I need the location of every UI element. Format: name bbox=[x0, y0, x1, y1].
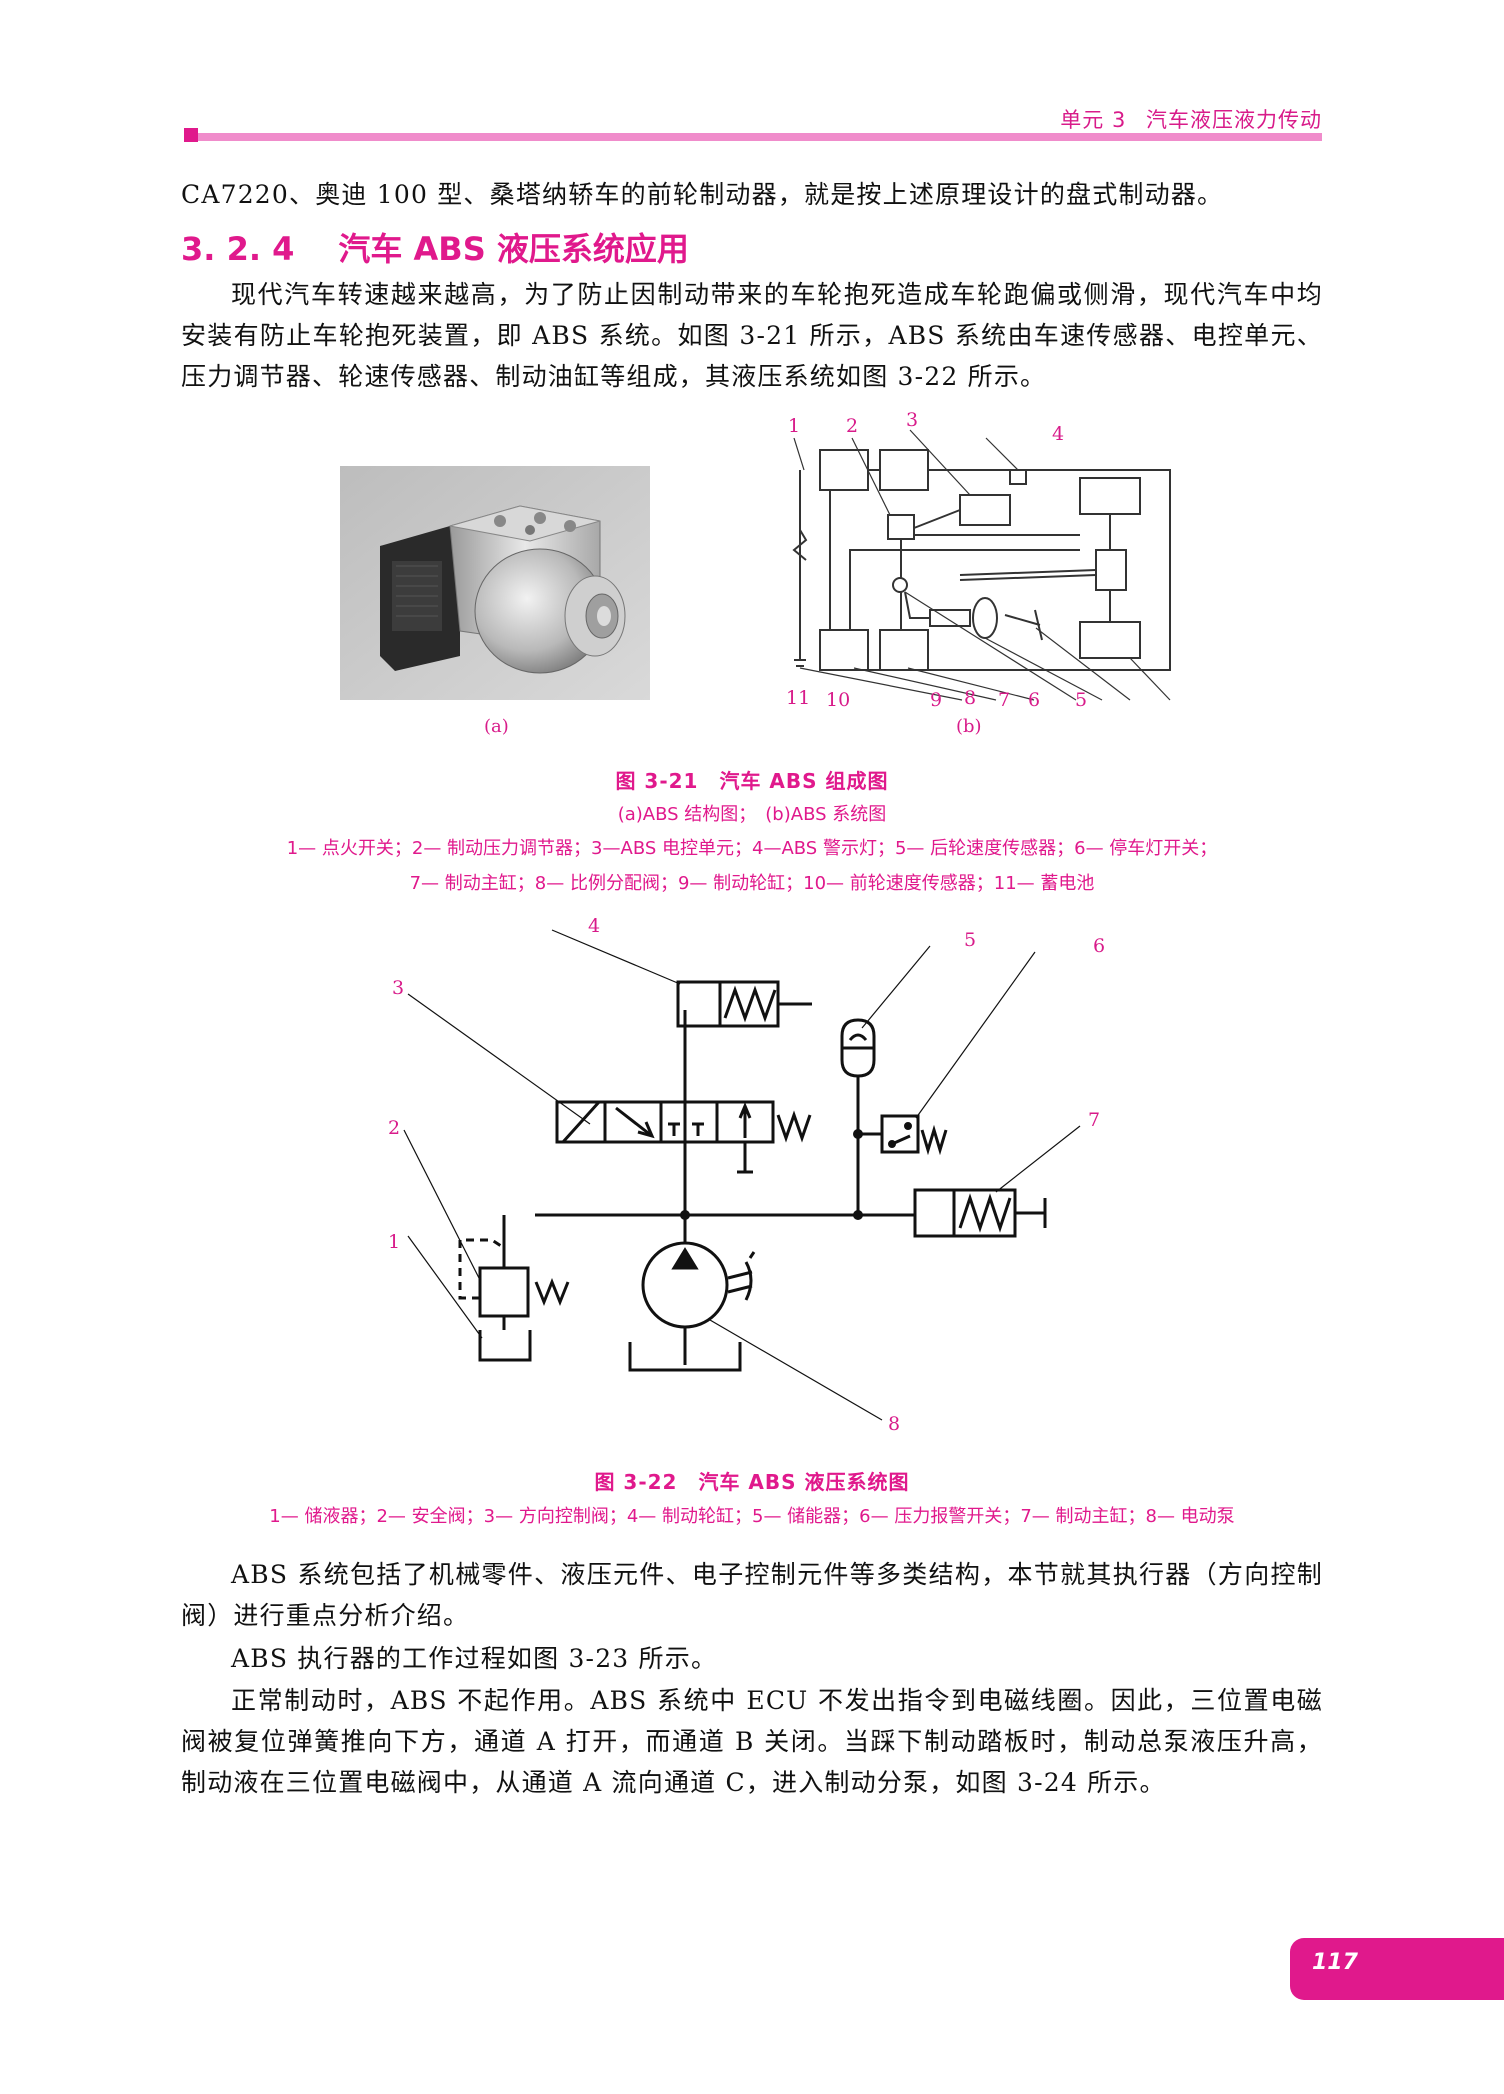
callout-10: 10 bbox=[826, 689, 850, 711]
page-number-tab bbox=[1290, 1938, 1504, 2000]
figure-21-legend-line-1: 1— 点火开关；2— 制动压力调节器；3—ABS 电控单元；4—ABS 警示灯；… bbox=[286, 838, 1218, 859]
hydraulic-callout-8: 8 bbox=[888, 1413, 900, 1435]
callout-3: 3 bbox=[906, 410, 918, 431]
section-heading: 3. 2. 4 汽车 ABS 液压系统应用 bbox=[181, 224, 689, 270]
abs-system-diagram: 1 2 3 4 5 6 7 8 9 10 11 bbox=[786, 410, 1171, 711]
header-rule bbox=[198, 133, 1322, 141]
figure-22-title: 图 3-22 汽车 ABS 液压系统图 bbox=[594, 1470, 910, 1494]
paragraph-normal-braking: 正常制动时，ABS 不起作用。ABS 系统中 ECU 不发出指令到电磁线圈。因此… bbox=[181, 1686, 1323, 1797]
callout-5: 5 bbox=[1075, 689, 1087, 711]
callout-1: 1 bbox=[788, 415, 800, 437]
header-unit: 单元 3 bbox=[1060, 108, 1127, 132]
hydraulic-callout-4: 4 bbox=[588, 915, 600, 937]
figure-21-legend-line-2: 7— 制动主缸；8— 比例分配阀；9— 制动轮缸；10— 前轮速度传感器；11—… bbox=[409, 873, 1095, 894]
paragraph-actuator-process: ABS 执行器的工作过程如图 3-23 所示。 bbox=[231, 1644, 718, 1673]
figure-21-subtitle: (a)ABS 结构图； (b)ABS 系统图 bbox=[617, 804, 887, 825]
header-chapter-title: 汽车液压液力传动 bbox=[1146, 108, 1322, 132]
section-number: 3. 2. 4 bbox=[181, 230, 295, 268]
abs-unit-photo bbox=[340, 466, 650, 700]
callout-7: 7 bbox=[998, 689, 1010, 711]
hydraulic-callout-2: 2 bbox=[388, 1117, 400, 1139]
hydraulic-callout-5: 5 bbox=[964, 929, 976, 951]
hydraulic-callout-1: 1 bbox=[388, 1231, 400, 1253]
header-marker bbox=[184, 128, 198, 142]
running-header: 单元 3 汽车液压液力传动 bbox=[1048, 104, 1322, 134]
section-title: 汽车 ABS 液压系统应用 bbox=[338, 230, 689, 268]
paragraph-abs-intro: 现代汽车转速越来越高，为了防止因制动带来的车轮抱死造成车轮跑偏或侧滑，现代汽车中… bbox=[181, 280, 1323, 391]
intro-line: CA7220、奥迪 100 型、桑塔纳轿车的前轮制动器，就是按上述原理设计的盘式… bbox=[181, 180, 1224, 209]
hydraulic-callout-7: 7 bbox=[1088, 1109, 1100, 1131]
figure-21b-label: (b) bbox=[956, 716, 982, 737]
callout-6: 6 bbox=[1028, 689, 1040, 711]
figure-21-title: 图 3-21 汽车 ABS 组成图 bbox=[615, 769, 889, 793]
abs-hydraulic-diagram: 1 2 3 4 5 6 7 8 bbox=[388, 915, 1105, 1435]
callout-2: 2 bbox=[846, 415, 858, 437]
hydraulic-callout-3: 3 bbox=[392, 977, 404, 999]
hydraulic-callout-6: 6 bbox=[1093, 935, 1105, 957]
page-number: 117 bbox=[1312, 1950, 1358, 1975]
callout-11: 11 bbox=[786, 687, 810, 709]
callout-9: 9 bbox=[930, 689, 942, 711]
paragraph-abs-structure: ABS 系统包括了机械零件、液压元件、电子控制元件等多类结构，本节就其执行器（方… bbox=[181, 1560, 1323, 1630]
callout-4: 4 bbox=[1052, 423, 1064, 445]
figure-21a-label: (a) bbox=[484, 716, 509, 737]
figure-22-legend: 1— 储液器；2— 安全阀；3— 方向控制阀；4— 制动轮缸；5— 储能器；6—… bbox=[269, 1506, 1235, 1527]
callout-8: 8 bbox=[964, 687, 976, 709]
